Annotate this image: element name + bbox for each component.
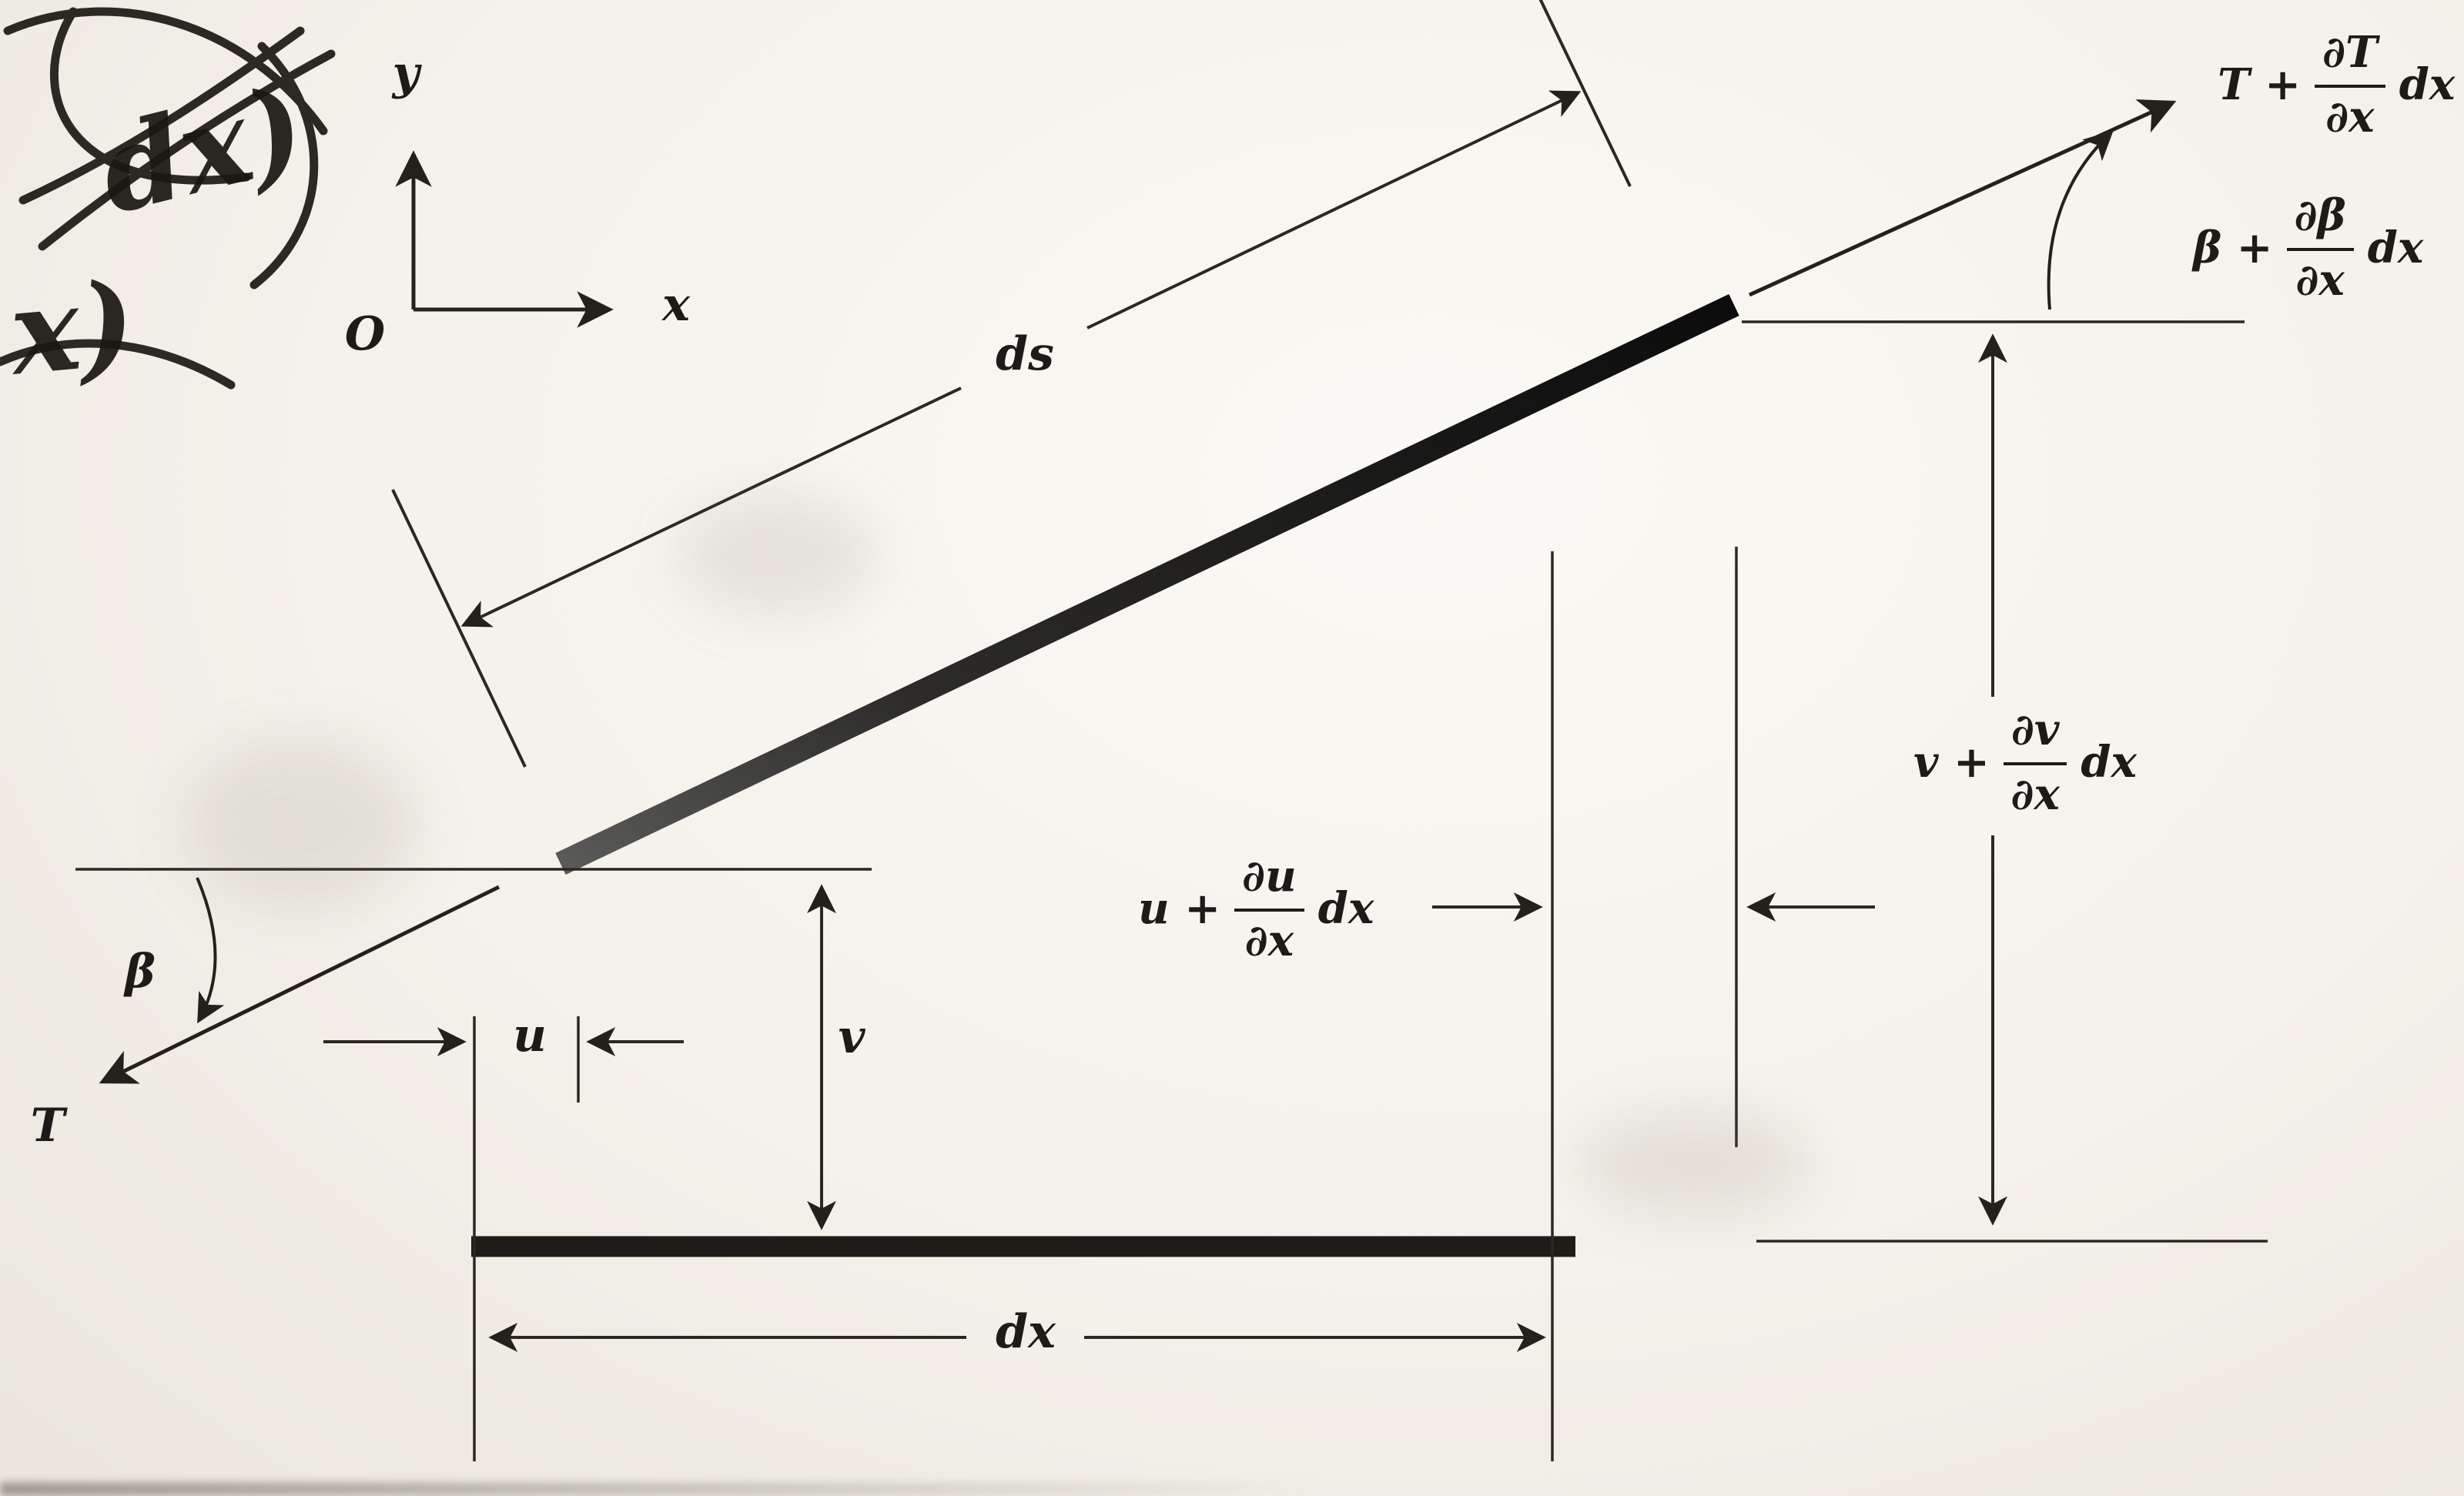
ds-label: ds	[996, 327, 1054, 381]
expression-lead: β +	[2193, 222, 2273, 273]
expression-tail: dx	[2081, 736, 2137, 788]
expression-lead: v +	[1913, 736, 1990, 788]
expression-lead: T +	[2218, 59, 2302, 110]
partial-fraction: ∂β ∂x	[2286, 192, 2354, 306]
fraction-denominator: ∂x	[1244, 915, 1294, 966]
ds-arrow-left-segment	[460, 387, 962, 628]
ds-end-tick-left	[391, 489, 527, 768]
scribble-stroke	[49, 7, 251, 185]
fraction-numerator: ∂β	[2286, 192, 2354, 251]
fraction-denominator: ∂x	[2295, 254, 2345, 306]
expression-tail: dx	[2399, 59, 2456, 110]
displaced-element-bar	[555, 294, 1739, 875]
dx-label: dx	[996, 1305, 1056, 1359]
fraction-denominator: ∂x	[2325, 91, 2375, 142]
paper-smudge	[678, 493, 878, 616]
v-plus-expression: v + ∂v ∂x dx	[1913, 706, 2137, 820]
partial-fraction: ∂v ∂x	[2003, 706, 2067, 820]
origin-label: O	[344, 307, 386, 361]
angle-arcs	[196, 130, 2114, 1024]
ds-arrow-right-segment	[1086, 90, 1582, 330]
fraction-numerator: ∂T	[2315, 28, 2385, 88]
tension-arrow-left	[99, 885, 500, 1084]
coordinate-axes	[395, 150, 614, 328]
extension-lines	[75, 320, 2268, 1461]
angle-right-expression: β + ∂β ∂x dx	[2193, 192, 2423, 304]
string-element-displaced	[555, 294, 1739, 875]
angle-arc-left	[196, 877, 225, 1024]
handwriting-text-line2: x)	[5, 256, 140, 402]
paper-smudge	[185, 739, 416, 909]
x-axis-label: x	[662, 278, 690, 332]
expression-tail: dx	[1317, 882, 1374, 934]
fraction-numerator: ∂v	[2003, 706, 2067, 765]
scribble-stroke	[0, 339, 236, 390]
y-axis-label: y	[392, 46, 420, 100]
u-plus-expression: u + ∂u ∂x dx	[1138, 852, 1374, 966]
ds-end-tick-right	[1538, 0, 1632, 187]
angle-arc-right	[2047, 130, 2114, 310]
expression-tail: dx	[2367, 222, 2424, 273]
fraction-denominator: ∂x	[2010, 768, 2060, 820]
tension-right-expression: T + ∂T ∂x dx	[2218, 28, 2456, 142]
scribble-paren-stroke	[249, 42, 319, 289]
scribble-stroke	[3, 7, 328, 136]
fraction-numerator: ∂u	[1234, 852, 1304, 912]
partial-fraction: ∂T ∂x	[2315, 28, 2385, 142]
tension-left-label: T	[30, 1099, 65, 1153]
beta-left-label: β	[125, 945, 156, 999]
partial-fraction: ∂u ∂x	[1234, 852, 1304, 966]
page-bottom-edge-shadow	[0, 1482, 1309, 1496]
v-label: v	[838, 1010, 865, 1064]
handwritten-scribble-strokes	[0, 7, 336, 390]
u-label: u	[513, 1009, 547, 1063]
tension-arrow-right	[1748, 99, 2177, 297]
paper-smudge	[1578, 1109, 1810, 1217]
ds-dimension	[391, 0, 1632, 768]
expression-lead: u +	[1138, 882, 1221, 934]
